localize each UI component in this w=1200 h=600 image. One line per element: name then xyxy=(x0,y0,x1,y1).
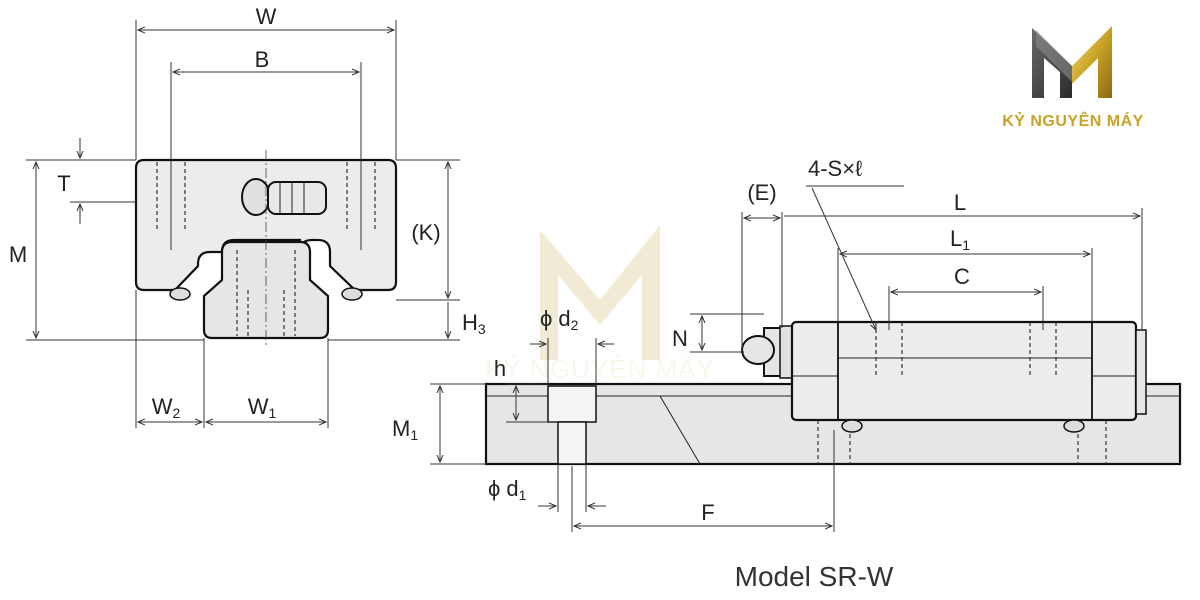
brand-name: KỶ NGUYÊN MÁY xyxy=(1002,111,1144,130)
dim-label-e: (E) xyxy=(747,180,776,205)
side-block-body xyxy=(790,320,1138,422)
dim-label-s-l: 4-S×ℓ xyxy=(808,156,863,181)
dim-label-w2: W2 xyxy=(152,394,181,421)
diagram-caption: Model SR-W xyxy=(735,561,894,592)
dim-label-h: h xyxy=(494,356,506,381)
grease-nipple-front xyxy=(241,178,327,216)
rail-mount-hole xyxy=(547,385,597,465)
brand-logo: KỶ NGUYÊN MÁY xyxy=(1002,26,1144,130)
dim-label-m1: M1 xyxy=(392,416,418,443)
front-hidden-holes xyxy=(156,162,376,336)
watermark-text: KỶ NGUYÊN MÁY xyxy=(485,354,715,384)
dim-label-d1: ϕ d1 xyxy=(488,476,527,503)
watermark: KỶ NGUYÊN MÁY xyxy=(485,225,715,384)
dim-label-w: W xyxy=(256,4,277,29)
dim-label-k: (K) xyxy=(411,220,440,245)
dim-label-b: B xyxy=(255,47,270,72)
front-view: W B T M (K) H3 W2 W1 xyxy=(9,4,486,428)
dim-label-l1: L1 xyxy=(950,226,970,253)
dim-label-l: L xyxy=(954,190,966,215)
grease-nipple-side xyxy=(741,325,797,379)
side-view: (E) 4-S×ℓ L L1 C N ϕ d2 h xyxy=(392,156,1182,532)
dim-label-w1: W1 xyxy=(248,394,277,421)
dim-label-d2: ϕ d2 xyxy=(540,306,579,333)
dim-label-h3: H3 xyxy=(462,310,486,337)
dim-label-m: M xyxy=(9,242,27,267)
dim-label-f: F xyxy=(701,500,714,525)
dim-label-c: C xyxy=(954,264,970,289)
dim-label-n: N xyxy=(672,326,688,351)
dim-label-t: T xyxy=(57,171,70,196)
